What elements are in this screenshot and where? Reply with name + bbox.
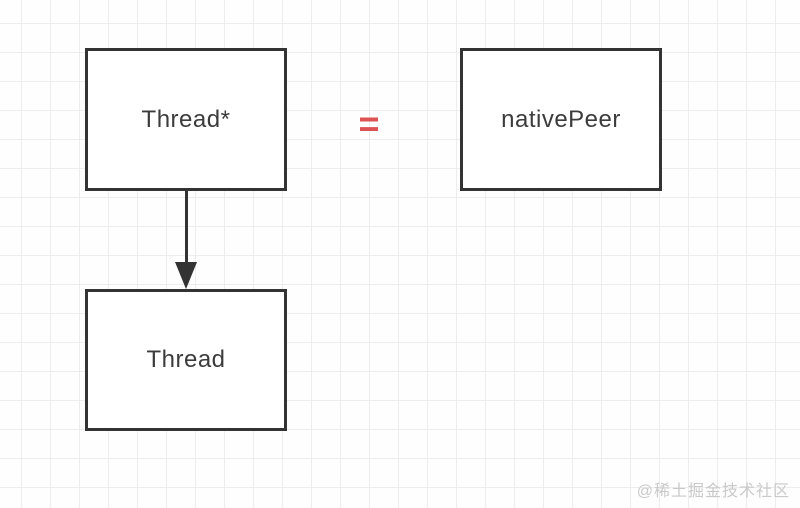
node-thread-star-label: Thread* xyxy=(141,105,231,133)
node-thread-label: Thread xyxy=(146,346,226,373)
down-arrow-head-icon xyxy=(175,262,197,289)
watermark: @稀土掘金技术社区 xyxy=(636,483,790,500)
node-native-peer-label: nativePeer xyxy=(501,105,621,133)
node-native-peer: nativePeer xyxy=(460,48,662,191)
equals-operator: = xyxy=(358,103,380,144)
node-thread-star: Thread* xyxy=(85,48,287,191)
down-arrow-shaft xyxy=(185,190,188,264)
down-arrow xyxy=(175,190,198,289)
node-thread: Thread xyxy=(85,289,287,431)
